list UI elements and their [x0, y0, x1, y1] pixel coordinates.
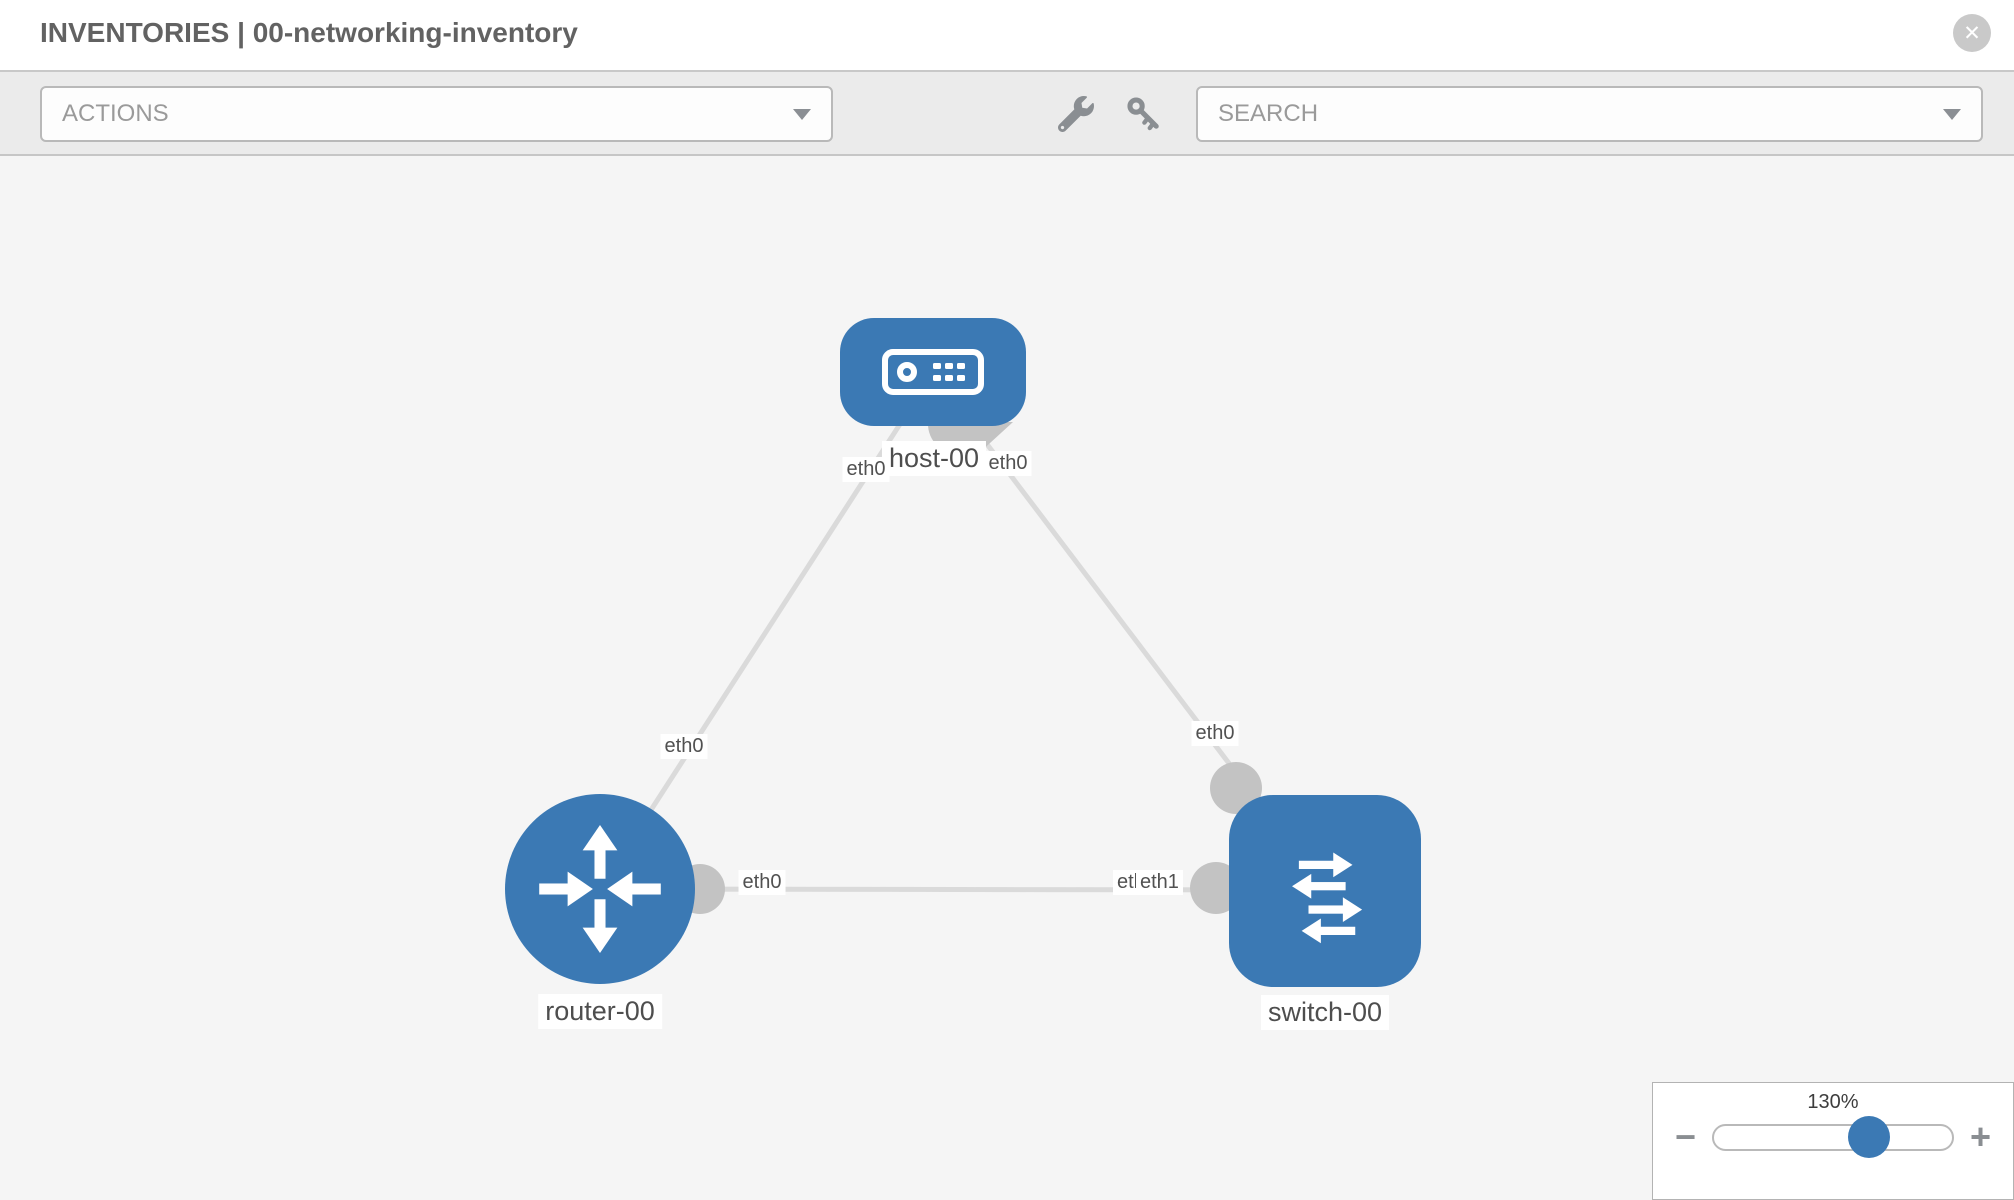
if-label-switch-left: eth1 [1136, 870, 1183, 895]
header-bar: INVENTORIES | 00-networking-inventory ✕ [0, 0, 2014, 72]
node-label-router: router-00 [538, 994, 662, 1029]
node-switch-00[interactable] [1229, 795, 1421, 987]
zoom-slider-row: − + [1653, 1116, 2013, 1158]
zoom-panel: 130% − + [1652, 1082, 2014, 1200]
zoom-slider-handle[interactable] [1847, 1116, 1890, 1158]
chevron-down-icon [1943, 108, 1961, 120]
close-button[interactable]: ✕ [1953, 14, 1991, 52]
toolbar-icons [1046, 86, 1174, 142]
link-arrowhead [955, 422, 1013, 454]
if-label-host-to-router: eth0 [842, 457, 890, 482]
router-icon [539, 825, 661, 953]
page-title: INVENTORIES | 00-networking-inventory [40, 17, 578, 48]
chevron-down-icon [793, 108, 811, 120]
search-dropdown[interactable]: SEARCH [1196, 86, 1983, 142]
if-label-switch-top: eth0 [1191, 721, 1239, 746]
server-icon [882, 349, 984, 395]
zoom-out-button[interactable]: − [1675, 1116, 1697, 1157]
if-label-router-top: eth0 [660, 734, 708, 759]
node-label-switch: switch-00 [1260, 995, 1390, 1030]
if-label-router-right: eth0 [738, 870, 786, 895]
zoom-slider-track[interactable] [1712, 1116, 1954, 1158]
search-dropdown-label: SEARCH [1218, 100, 1319, 127]
wrench-icon[interactable] [1058, 96, 1094, 132]
node-label-host: host-00 [881, 441, 987, 476]
close-icon: ✕ [1963, 21, 1981, 45]
zoom-in-button[interactable]: + [1969, 1116, 1991, 1157]
key-icon[interactable] [1126, 96, 1162, 132]
zoom-level: 130% [1807, 1091, 1859, 1113]
actions-dropdown-label: ACTIONS [62, 100, 169, 127]
actions-dropdown[interactable]: ACTIONS [40, 86, 833, 142]
topology-canvas[interactable]: host-00 router-00 switch-00 eth0 eth0 et… [0, 156, 2014, 1200]
node-router-00[interactable] [505, 794, 695, 984]
if-label-host-to-switch: eth0 [984, 451, 1032, 476]
links-layer [597, 371, 1327, 914]
toolbar: ACTIONS SEARCH [0, 72, 2014, 156]
node-host-00[interactable] [840, 318, 1026, 426]
switch-icon [1292, 852, 1363, 944]
